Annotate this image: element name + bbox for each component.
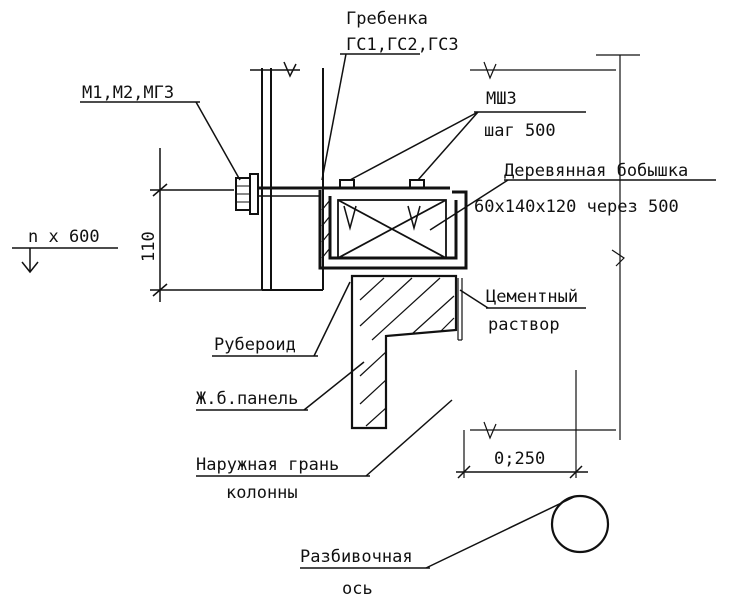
- axis-label-2: ось: [342, 579, 373, 599]
- top-break-line: [470, 61, 616, 80]
- roofing-label: Рубероид: [214, 335, 296, 355]
- wood-block-label: Деревянная бобышка: [504, 161, 688, 181]
- dim-110-lines: [150, 148, 262, 302]
- cement-label-2: раствор: [488, 315, 560, 335]
- guide-lines: [463, 54, 640, 478]
- column: [250, 61, 324, 291]
- roofing-layer: [321, 199, 331, 259]
- mount-label: МШ3: [486, 89, 517, 109]
- mount-step-label: шаг 500: [484, 121, 556, 141]
- cement-strip: [457, 278, 463, 341]
- wood-block: [337, 199, 447, 259]
- offset-dim-label: 0;250: [494, 449, 545, 469]
- axis-label-1: Разбивочная: [300, 547, 413, 567]
- clamps: [339, 179, 425, 189]
- dim-110-label: 110: [139, 231, 159, 262]
- bolts-label: М1,М2,МГ3: [82, 83, 174, 103]
- panel-label: Ж.б.панель: [196, 389, 298, 409]
- comb-title-label: Гребенка: [346, 9, 428, 29]
- offset-dim-lines: [456, 465, 588, 479]
- step-label: n x 600: [28, 227, 100, 247]
- wood-size-label: 60х140х120 через 500: [474, 197, 679, 217]
- step-mark: [12, 247, 118, 274]
- leader-lines: [80, 53, 716, 569]
- column-face-label-2: колонны: [226, 483, 298, 503]
- concrete-panel: [350, 274, 458, 430]
- comb-codes-label: ГС1,ГС2,ГС3: [346, 35, 459, 55]
- axis-bubble: [550, 494, 610, 554]
- column-face-label-1: Наружная грань: [196, 455, 339, 475]
- panel-hatch: [359, 277, 455, 427]
- cement-label-1: Цементный: [486, 287, 578, 307]
